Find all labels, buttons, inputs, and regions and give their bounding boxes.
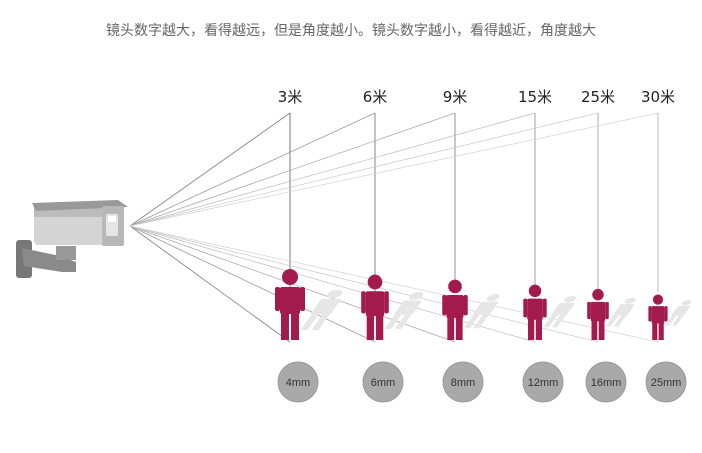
distance-label: 30米 [641, 88, 675, 106]
lens-marker: 12mm [522, 361, 564, 403]
lens-circle [442, 361, 484, 403]
lens-label: 8mm [451, 377, 475, 389]
lens-circle [277, 361, 319, 403]
person-shadow [664, 299, 692, 326]
person-shadows [300, 289, 692, 331]
person-shadow [300, 289, 343, 331]
person-shadow [543, 296, 576, 328]
lens-marker: 16mm [585, 361, 627, 403]
lens-marker: 4mm [277, 361, 319, 403]
cctv-camera-icon [16, 200, 128, 278]
view-ray-5 [129, 112, 599, 343]
person-icon [648, 294, 668, 340]
people [275, 269, 668, 340]
lens-markers: 4mm 6mm 8mm 12mm 16mm 25mm [277, 361, 687, 403]
view-ray-4 [129, 112, 536, 343]
distance-label: 6米 [363, 88, 388, 106]
view-ray-2 [129, 112, 376, 343]
distance-labels: 3米 6米 9米 15米 25米 30米 [278, 88, 675, 106]
distance-label: 9米 [443, 88, 468, 106]
lens-marker: 25mm [645, 361, 687, 403]
lens-circle [585, 361, 627, 403]
person-icon [275, 269, 305, 340]
lens-label: 12mm [528, 377, 559, 389]
lens-marker: 8mm [442, 361, 484, 403]
caption: 镜头数字越大，看得越远，但是角度越小。镜头数字越小，看得越近，角度越大 [106, 23, 596, 39]
view-ray-6 [129, 112, 659, 343]
person-shadow [464, 294, 500, 329]
lens-circle [362, 361, 404, 403]
lens-label: 25mm [651, 377, 682, 389]
distance-label: 3米 [278, 88, 303, 106]
view-rays [129, 112, 659, 343]
distance-label: 25米 [581, 88, 615, 106]
person-icon [442, 279, 468, 340]
lens-label: 16mm [591, 377, 622, 389]
person-shadow [384, 292, 424, 330]
lens-label: 6mm [371, 377, 395, 389]
person-icon [587, 288, 609, 340]
person-icon [361, 274, 389, 340]
lens-circle [522, 361, 564, 403]
lens-marker: 6mm [362, 361, 404, 403]
lens-circle [645, 361, 687, 403]
person-shadow [605, 297, 636, 327]
lens-label: 4mm [286, 377, 310, 389]
distance-label: 15米 [518, 88, 552, 106]
view-ray-1 [129, 112, 291, 343]
person-icon [523, 284, 547, 340]
